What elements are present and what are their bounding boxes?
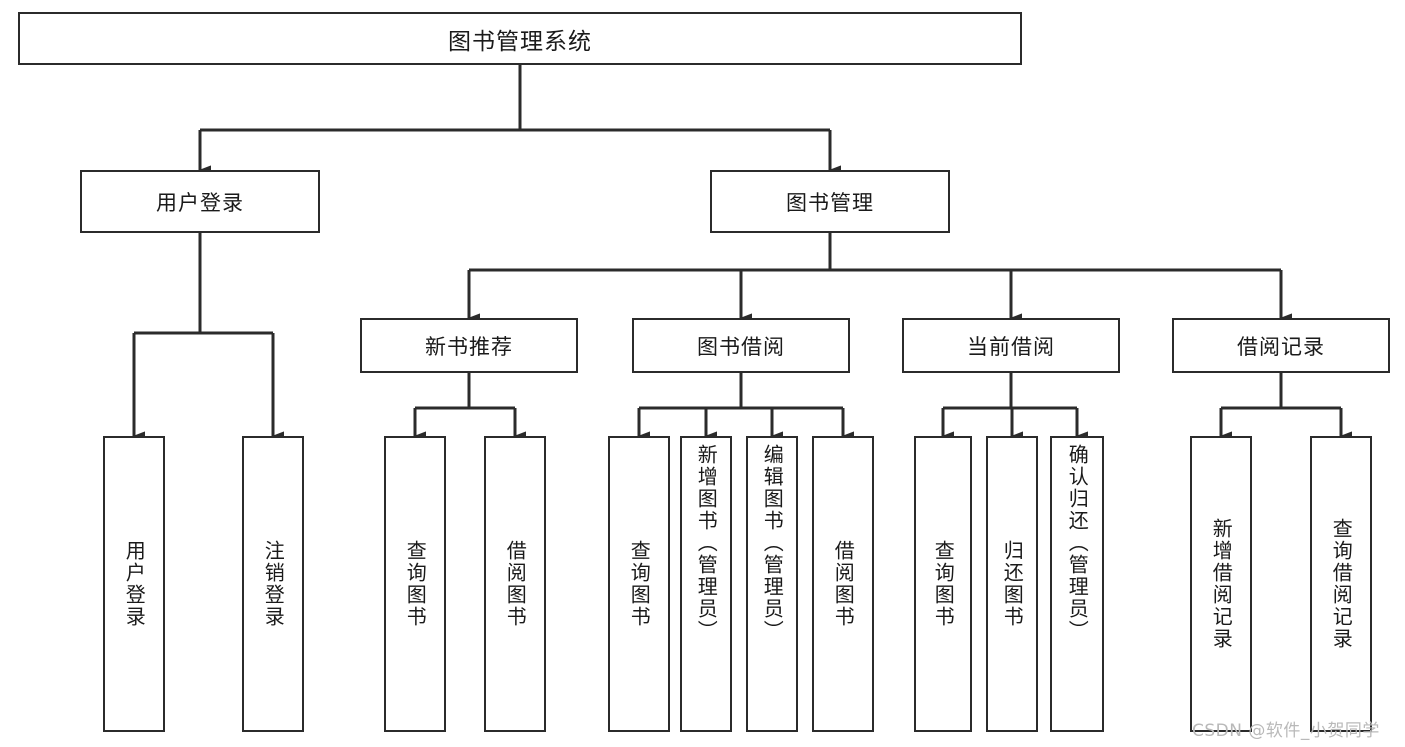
node-level2-1[interactable]: 用户登录 (80, 170, 320, 233)
node-leaf-label: 新增图书（管理员） (694, 444, 719, 642)
node-leaf-label: 归还图书 (1000, 540, 1025, 628)
node-level3-3[interactable]: 当前借阅 (902, 318, 1120, 373)
node-root-label: 图书管理系统 (448, 28, 592, 55)
node-leaf-label: 编辑图书（管理员） (760, 444, 785, 642)
node-leaf-8[interactable]: 借阅图书 (812, 436, 874, 732)
node-level2-label: 图书管理 (786, 190, 874, 215)
node-leaf-13[interactable]: 查询借阅记录 (1310, 436, 1372, 732)
node-level3-label: 新书推荐 (425, 334, 513, 359)
node-leaf-label: 借阅图书 (831, 540, 856, 628)
node-leaf-10[interactable]: 归还图书 (986, 436, 1038, 732)
node-level3-label: 当前借阅 (967, 334, 1055, 359)
node-leaf-11[interactable]: 确认归还（管理员） (1050, 436, 1104, 732)
node-level3-label: 借阅记录 (1237, 334, 1325, 359)
node-leaf-label: 新增借阅记录 (1209, 518, 1234, 650)
node-root[interactable]: 图书管理系统 (18, 12, 1022, 65)
node-level3-4[interactable]: 借阅记录 (1172, 318, 1390, 373)
node-leaf-label: 查询借阅记录 (1329, 518, 1354, 650)
node-leaf-1[interactable]: 用户登录 (103, 436, 165, 732)
node-leaf-9[interactable]: 查询图书 (914, 436, 972, 732)
node-level3-2[interactable]: 图书借阅 (632, 318, 850, 373)
node-leaf-3[interactable]: 查询图书 (384, 436, 446, 732)
node-leaf-label: 查询图书 (403, 540, 428, 628)
node-leaf-7[interactable]: 编辑图书（管理员） (746, 436, 798, 732)
node-leaf-label: 用户登录 (122, 540, 147, 628)
node-leaf-6[interactable]: 新增图书（管理员） (680, 436, 732, 732)
node-level3-label: 图书借阅 (697, 334, 785, 359)
node-leaf-12[interactable]: 新增借阅记录 (1190, 436, 1252, 732)
node-leaf-label: 查询图书 (627, 540, 652, 628)
node-level3-1[interactable]: 新书推荐 (360, 318, 578, 373)
node-leaf-label: 注销登录 (261, 540, 286, 628)
watermark: CSDN @软件_小贺同学 (1192, 721, 1380, 741)
node-level2-label: 用户登录 (156, 190, 244, 215)
node-leaf-2[interactable]: 注销登录 (242, 436, 304, 732)
node-leaf-label: 确认归还（管理员） (1065, 444, 1090, 642)
node-leaf-label: 借阅图书 (503, 540, 528, 628)
node-leaf-4[interactable]: 借阅图书 (484, 436, 546, 732)
node-leaf-label: 查询图书 (931, 540, 956, 628)
node-leaf-5[interactable]: 查询图书 (608, 436, 670, 732)
node-level2-2[interactable]: 图书管理 (710, 170, 950, 233)
